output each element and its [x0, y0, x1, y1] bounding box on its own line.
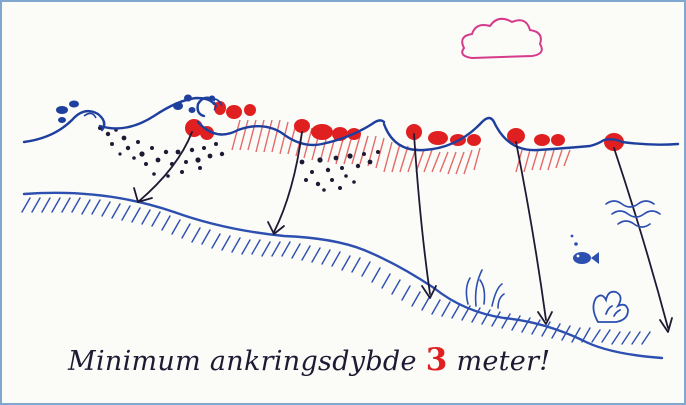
caption-text: Minimum ankringsdybde 3 meter! — [68, 342, 550, 378]
seabed-hatch — [22, 198, 650, 344]
seaweed-icon — [466, 270, 504, 308]
caption-depth-number: 3 — [426, 342, 448, 378]
wave-surface — [24, 98, 678, 150]
fish-icon — [571, 235, 599, 264]
cloud-icon — [462, 19, 542, 58]
caption-prefix: Minimum ankringsdybde — [68, 346, 417, 377]
caption-suffix: meter! — [456, 346, 550, 377]
coral-icon — [593, 292, 628, 322]
